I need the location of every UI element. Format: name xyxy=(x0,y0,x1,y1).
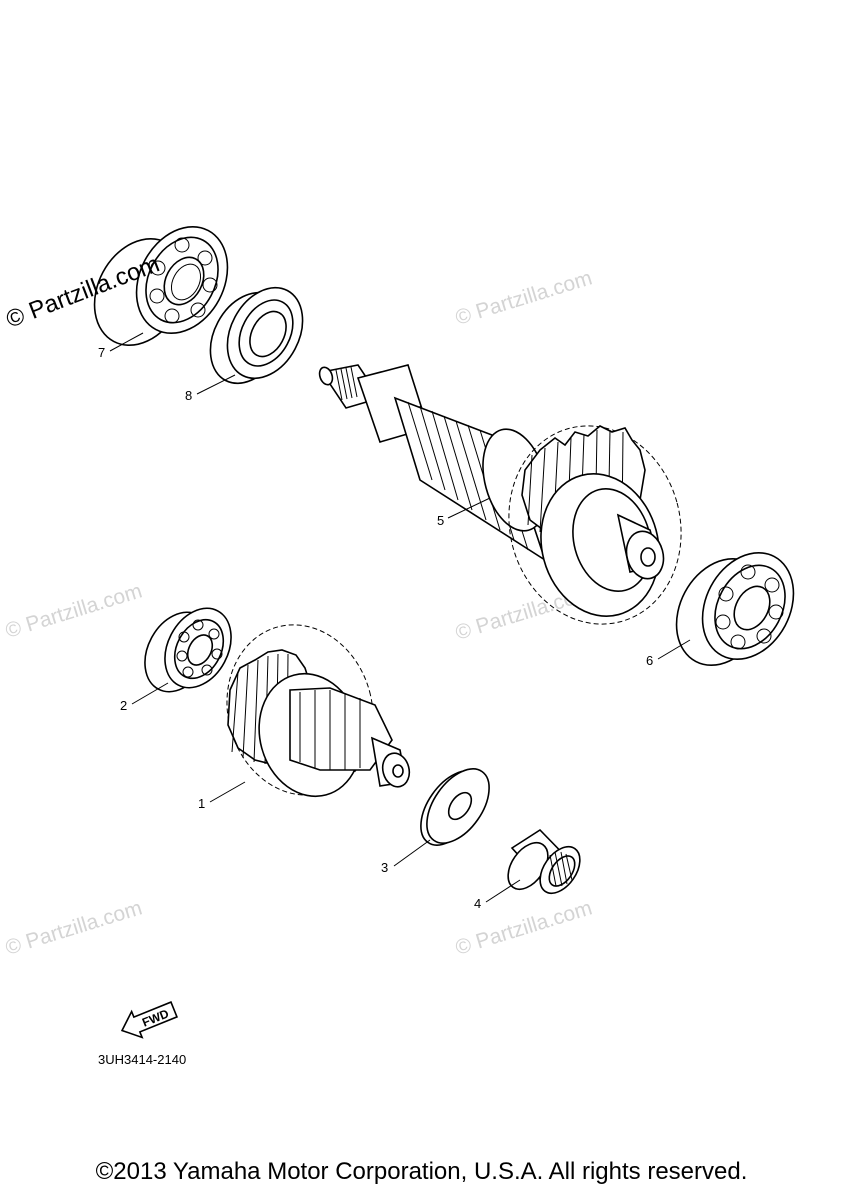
diagram-part-code: 3UH3414-2140 xyxy=(98,1052,186,1067)
callout-8: 8 xyxy=(185,388,192,403)
leader-lines xyxy=(109,332,691,903)
copyright-notice: ©2013 Yamaha Motor Corporation, U.S.A. A… xyxy=(95,1158,748,1185)
callout-3: 3 xyxy=(381,860,388,875)
bearing-2 xyxy=(144,607,232,693)
callout-2: 2 xyxy=(120,698,127,713)
bearing-7 xyxy=(93,225,229,347)
main-shaft-5 xyxy=(318,364,682,625)
fwd-arrow-icon: FWD xyxy=(120,1001,178,1039)
watermark-faint-4: © Partzilla.com xyxy=(3,896,145,959)
watermark-faint-1: © Partzilla.com xyxy=(453,266,595,329)
washer-3 xyxy=(420,768,490,846)
callout-6: 6 xyxy=(646,653,653,668)
callout-4: 4 xyxy=(474,896,481,911)
gear-1 xyxy=(226,624,411,798)
bearing-8 xyxy=(209,286,304,385)
bearing-6 xyxy=(675,551,795,667)
callout-7: 7 xyxy=(98,345,105,360)
callout-1: 1 xyxy=(198,796,205,811)
callout-5: 5 xyxy=(437,513,444,528)
needle-bearing-4 xyxy=(507,828,581,894)
watermark-faint-2: © Partzilla.com xyxy=(3,579,145,642)
